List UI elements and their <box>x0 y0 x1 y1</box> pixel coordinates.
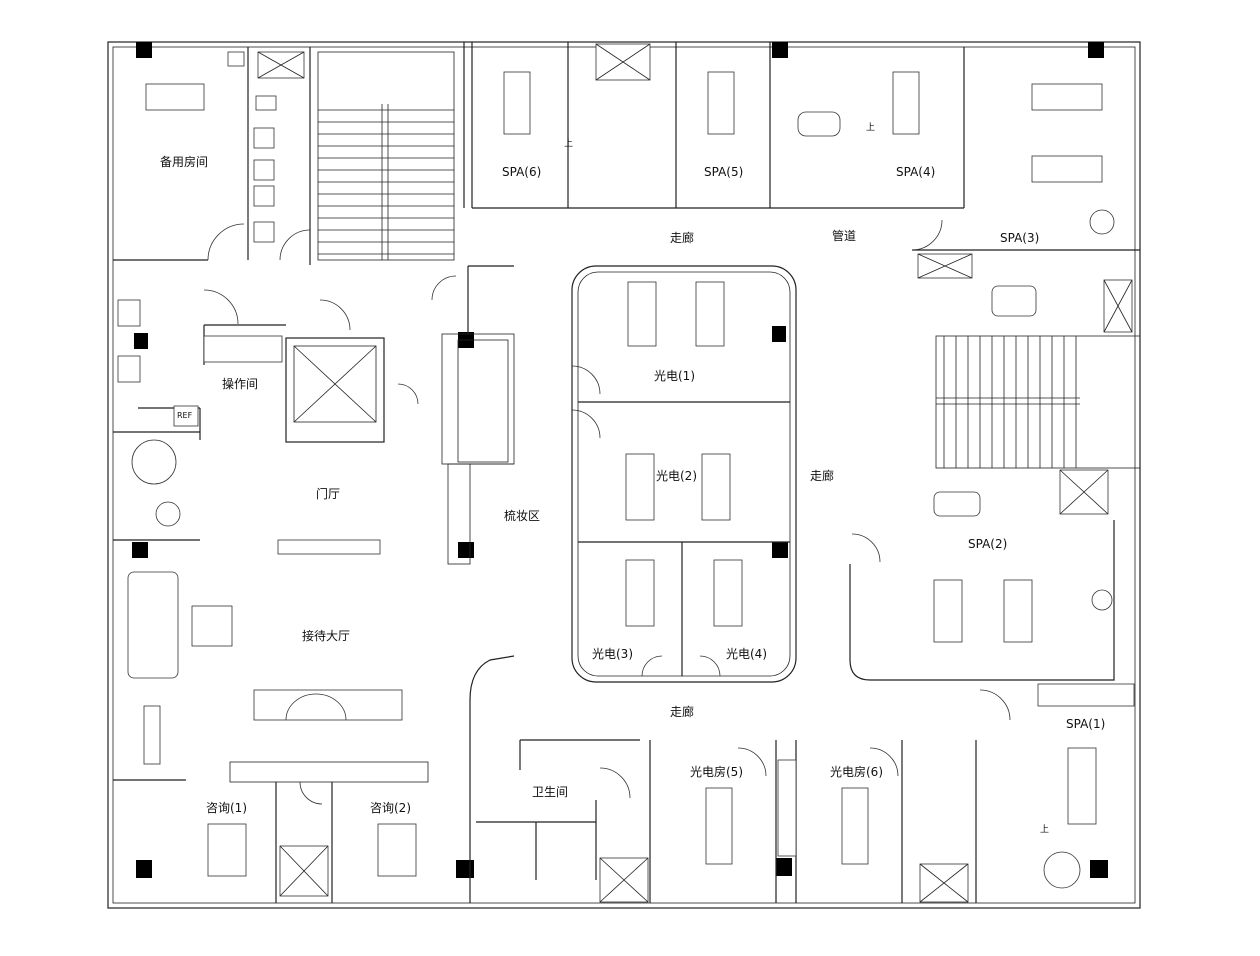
label-up-1: 上 <box>564 138 573 149</box>
label-spa-3: SPA(3) <box>1000 231 1039 245</box>
label-spa-6: SPA(6) <box>502 165 541 179</box>
label-corridor-bottom: 走廊 <box>670 704 694 719</box>
photo-beds <box>625 281 743 627</box>
reception-furniture <box>127 439 403 765</box>
label-up-2: 上 <box>866 122 875 133</box>
right-stair <box>935 335 1141 469</box>
label-photo-3: 光电(3) <box>592 647 633 661</box>
label-spa-2: SPA(2) <box>968 537 1007 551</box>
bottom-rooms <box>469 655 1135 903</box>
label-restroom: 卫生间 <box>532 785 568 799</box>
top-spa-wall <box>463 42 965 209</box>
elevator <box>285 337 385 443</box>
left-wet-zone <box>253 51 305 243</box>
operation-counter <box>117 299 283 427</box>
spa-3-room <box>912 83 1140 333</box>
main-stair <box>317 51 455 261</box>
label-pipe-duct: 管道 <box>832 228 856 243</box>
label-fridge: REF <box>177 411 193 420</box>
label-photo-room-6: 光电房(6) <box>830 764 883 779</box>
structural-columns <box>132 42 1108 878</box>
central-block <box>571 265 797 683</box>
label-spa-1: SPA(1) <box>1066 717 1105 731</box>
label-spa-5: SPA(5) <box>704 165 743 179</box>
label-operation-room: 操作间 <box>222 376 258 391</box>
label-photo-room-5: 光电房(5) <box>690 764 743 779</box>
label-consult-1: 咨询(1) <box>206 800 247 815</box>
label-foyer: 门厅 <box>316 486 340 501</box>
label-spa-4: SPA(4) <box>896 165 935 179</box>
label-consult-2: 咨询(2) <box>370 800 411 815</box>
spare-room-bed <box>145 83 205 111</box>
label-photo-4: 光电(4) <box>726 647 767 661</box>
label-corridor-top: 走廊 <box>670 230 694 245</box>
makeup-partition <box>441 265 515 565</box>
label-makeup-area: 梳妆区 <box>504 508 540 523</box>
label-corridor-right: 走廊 <box>810 468 834 483</box>
label-up-3: 上 <box>1040 824 1049 835</box>
door-swings <box>203 219 1011 805</box>
label-photo-2: 光电(2) <box>656 469 697 483</box>
label-photo-1: 光电(1) <box>654 369 695 383</box>
room-labels: 备用房间 操作间 门厅 接待大厅 咨询(1) 咨询(2) 梳妆区 卫生间 走廊 … <box>160 122 1105 835</box>
spa-beds-top <box>503 71 920 137</box>
label-reception-hall: 接待大厅 <box>302 628 350 643</box>
label-spare-room: 备用房间 <box>160 154 208 169</box>
consult-furniture <box>207 823 417 897</box>
spa-2-room <box>849 469 1115 681</box>
